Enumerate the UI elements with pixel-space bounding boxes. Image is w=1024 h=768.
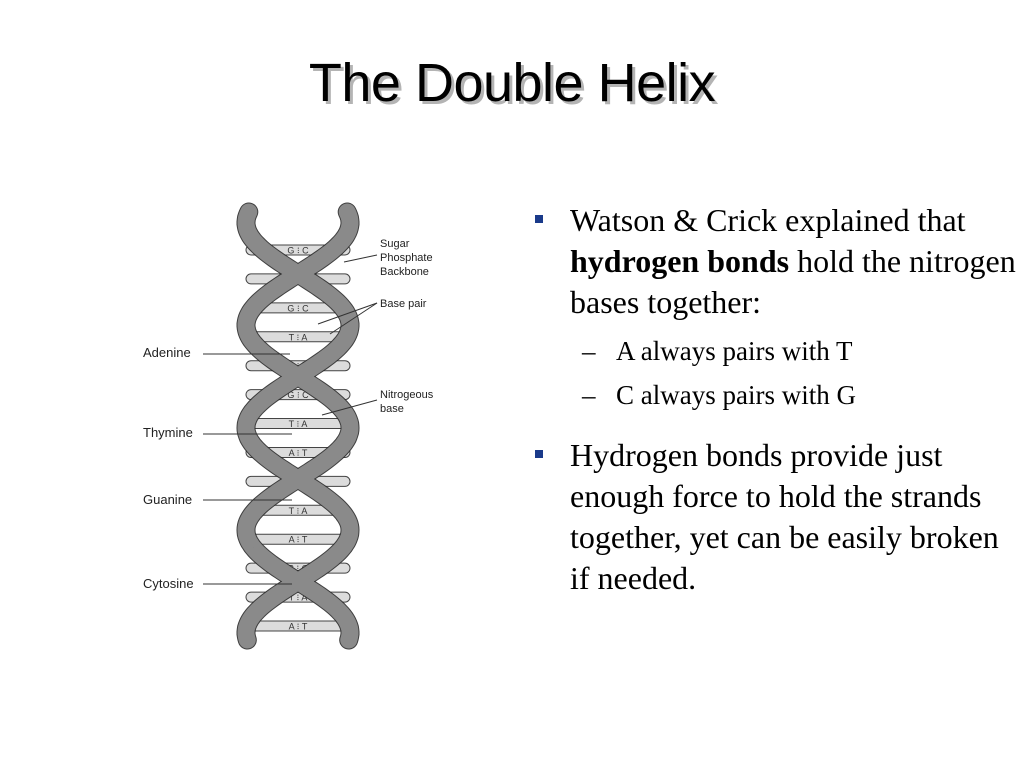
base-pair-letters: T ⁝ A (289, 332, 308, 342)
bullet-text: Watson & Crick explained that (570, 202, 966, 238)
base-pair-letters: C ⁝ G (287, 564, 308, 574)
bullet-bold-text: hydrogen bonds (570, 243, 790, 279)
bullet-text: Hydrogen bonds provide just enough force… (570, 437, 999, 596)
label-cytosine: Cytosine (143, 576, 194, 591)
label-adenine: Adenine (143, 345, 191, 360)
bullet-square-icon (535, 450, 543, 458)
base-pair-leader-1 (317, 302, 378, 325)
label-guanine: Guanine (143, 492, 192, 507)
nitrogeous-leader (321, 399, 378, 416)
label-base-pair: Base pair (380, 298, 427, 310)
sub-bullet-c-g: – C always pairs with G (530, 373, 1020, 417)
bullet-square-icon (535, 215, 543, 223)
right-labels: Sugar Phosphate Backbone Base pair Nitro… (380, 238, 434, 415)
sub-bullet-a-t: – A always pairs with T (530, 329, 1020, 373)
left-labels: Adenine Thymine Guanine Cytosine (143, 345, 194, 591)
label-sugar: Sugar (380, 238, 410, 250)
label-backbone: Backbone (380, 266, 429, 278)
label-phosphate: Phosphate (380, 252, 433, 264)
base-pair-letters: G ⁝ C (287, 390, 309, 400)
sugar-phosphate-backbone-strand-2 (237, 203, 359, 649)
base-pair-letters: T ⁝ A (289, 419, 308, 429)
base-pair-letters: G ⁝ C (287, 246, 309, 256)
sub-bullet-text: A always pairs with T (616, 336, 853, 366)
label-base: base (380, 403, 404, 415)
label-thymine: Thymine (143, 425, 193, 440)
bullet-hydrogen-bonds: Hydrogen bonds provide just enough force… (530, 435, 1020, 599)
base-pair-letters: A ⁝ T (289, 448, 308, 458)
bullet-watson-crick: Watson & Crick explained that hydrogen b… (530, 200, 1020, 323)
base-pair-letters: T ⁝ A (289, 506, 308, 516)
sub-bullet-text: C always pairs with G (616, 380, 856, 410)
sugar-phosphate-backbone-strand-1 (237, 203, 359, 649)
base-pair-leader-2 (329, 302, 378, 335)
base-pair-letters: A ⁝ T (289, 622, 308, 632)
slide-title: The Double Helix (308, 53, 716, 113)
bullet-text-cont: hold the nitrogen bases together: (570, 243, 1016, 320)
dash-icon: – (582, 380, 596, 410)
base-pair-letters: T ⁝ A (289, 593, 308, 603)
sugar-backbone-leader (343, 254, 378, 263)
base-pair-letters: G ⁝ C (287, 303, 309, 313)
label-nitrogeous: Nitrogeous (380, 389, 434, 401)
bullet-list: Watson & Crick explained that hydrogen b… (530, 200, 1020, 599)
label-leader-lines (203, 254, 378, 585)
dash-icon: – (582, 336, 596, 366)
base-pair-letters: A ⁝ T (289, 535, 308, 545)
